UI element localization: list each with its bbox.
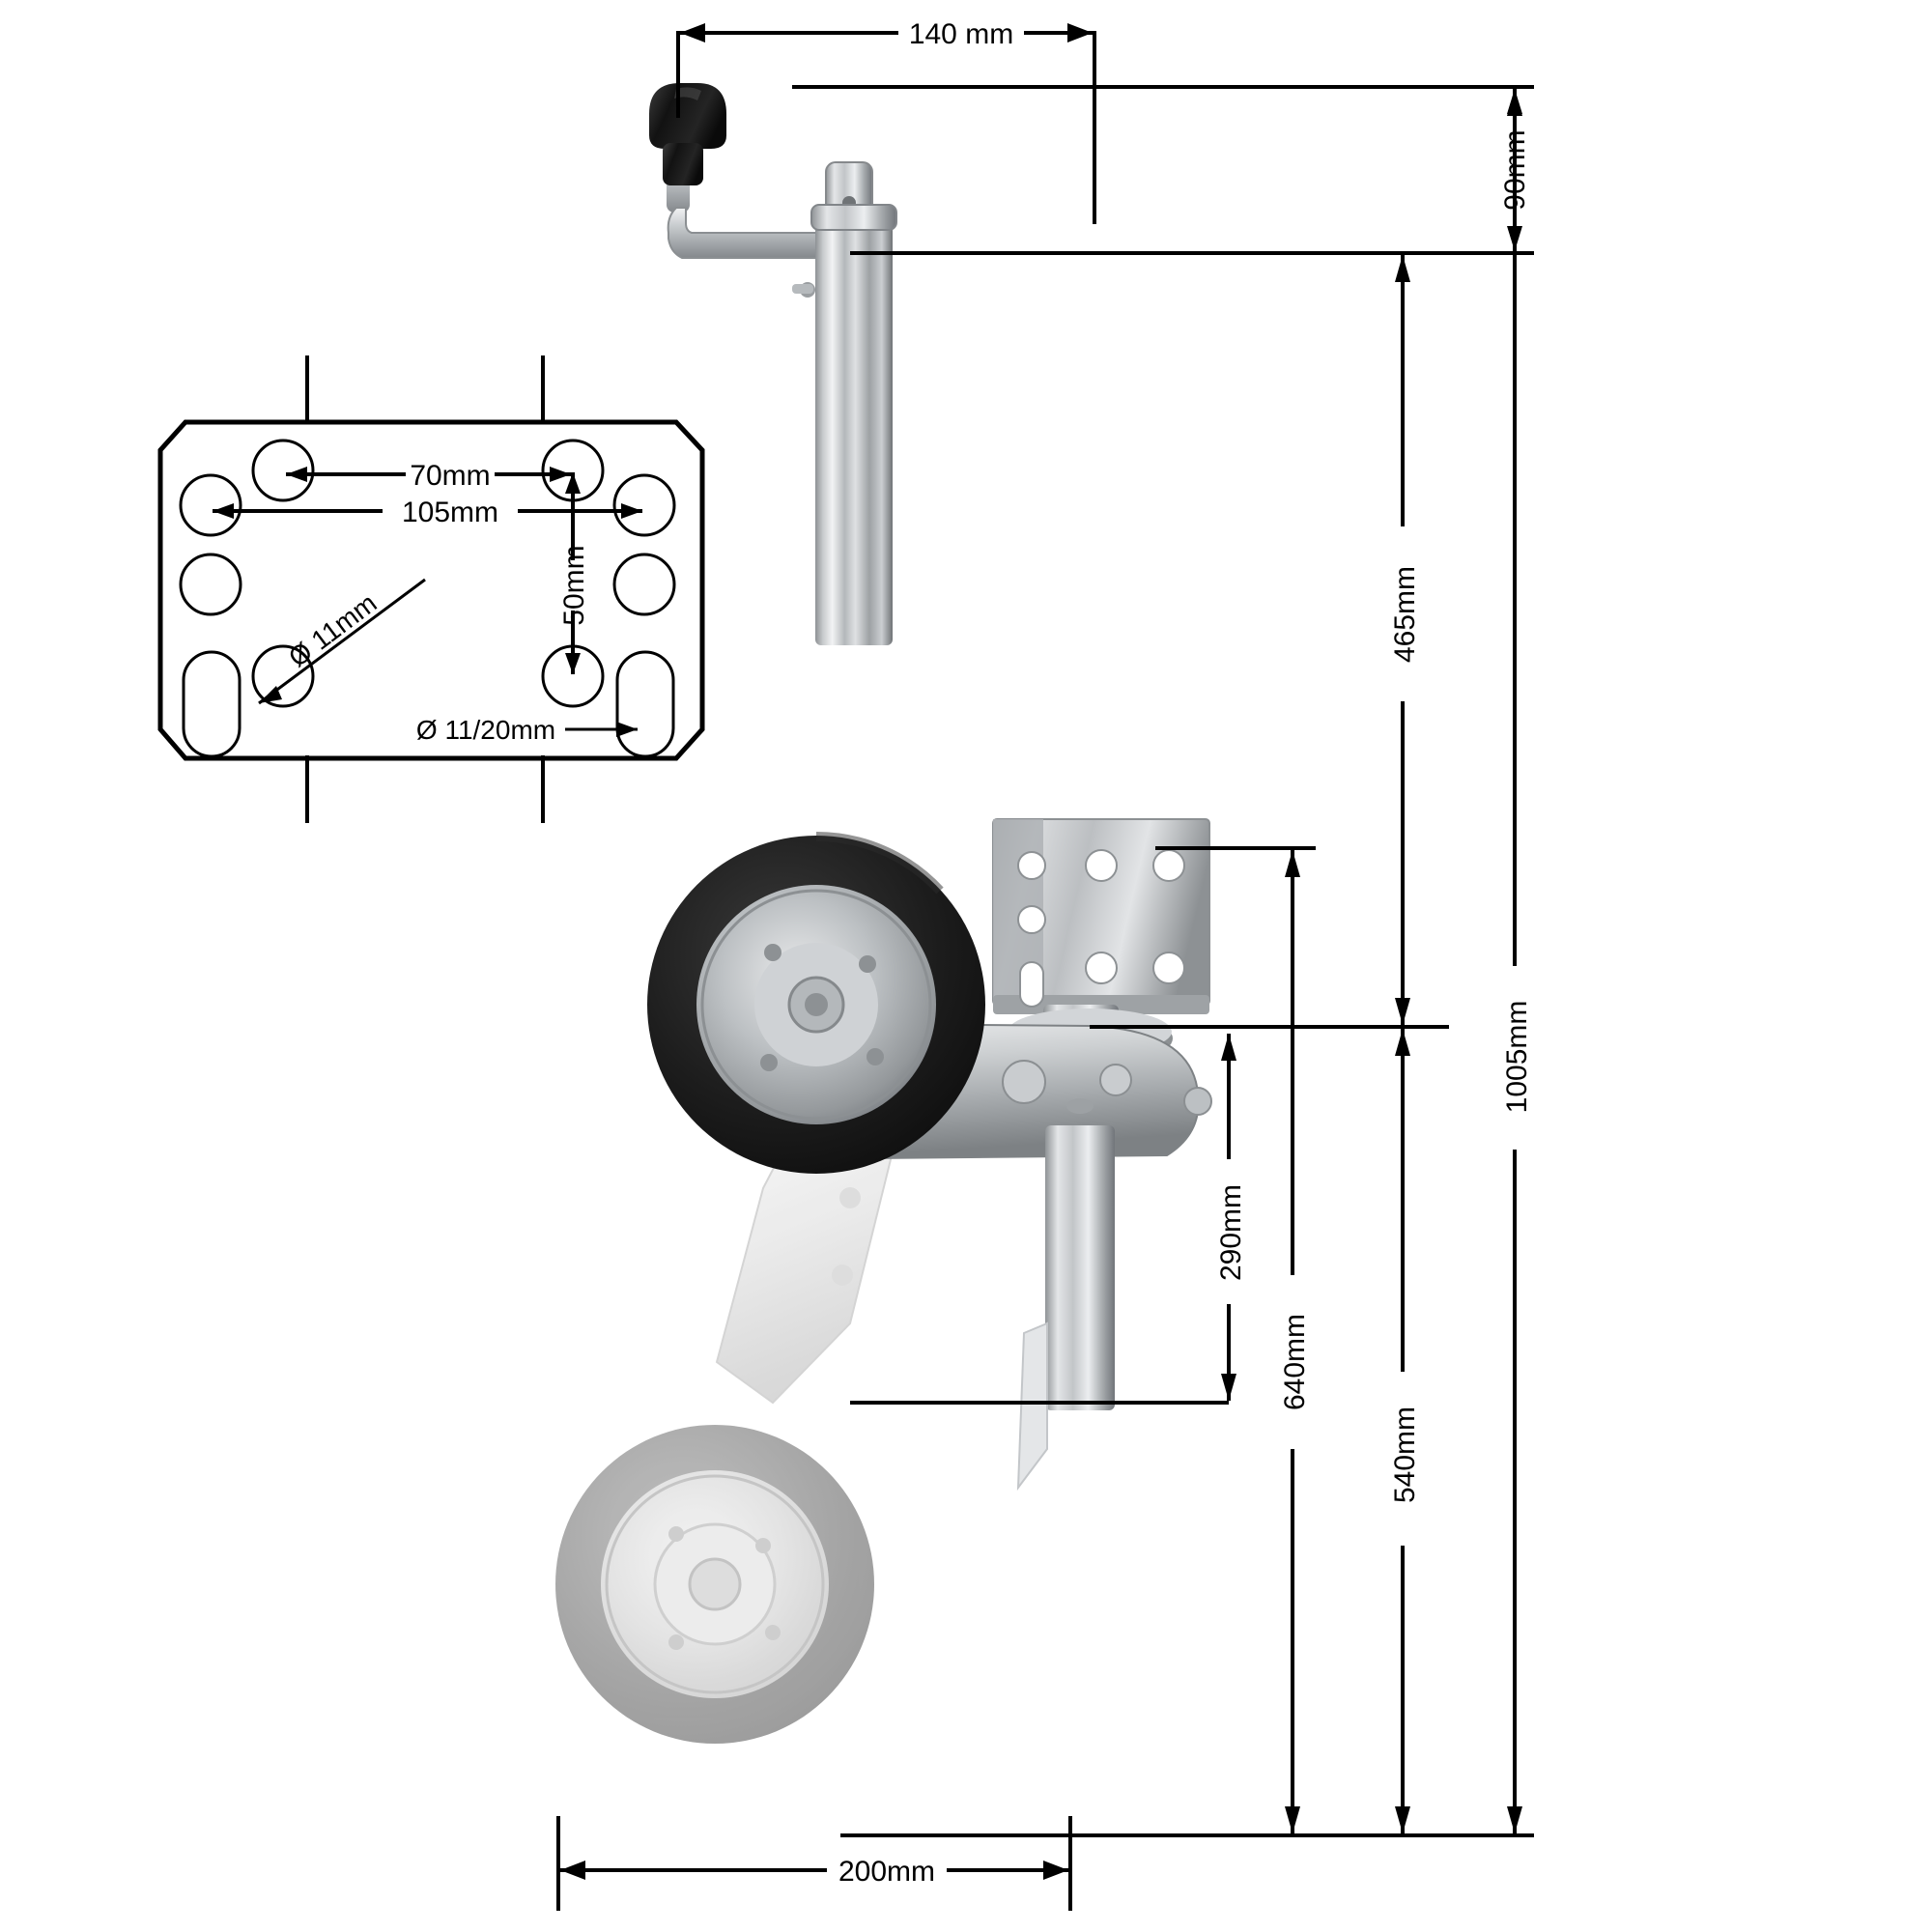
dimension-105mm-label: 105mm: [402, 497, 498, 528]
dimension-465mm-label: 465mm: [1389, 566, 1421, 663]
inner-tube: [1016, 1125, 1115, 1492]
plate-hole: [612, 553, 676, 616]
plate-hole: [612, 473, 676, 537]
callout-slot-11-20mm: Ø 11/20mm: [416, 715, 638, 745]
dimension-640mm: 640mm: [1279, 850, 1311, 1833]
plate-slot: [182, 650, 242, 758]
dimension-1005mm: 1005mm: [1501, 89, 1533, 1833]
dimension-540mm-label: 540mm: [1389, 1406, 1421, 1503]
ghost-lowered-wheel-assembly: 55: [555, 1051, 900, 1744]
dimension-105mm: 105mm: [213, 497, 642, 528]
dimension-140mm: 140 mm: [676, 18, 1096, 224]
plate-slot: [615, 650, 675, 758]
plate-outline: [157, 419, 705, 761]
plate-hole: [179, 553, 242, 616]
outer-tube: [792, 204, 897, 645]
dimension-290mm: 290mm: [1215, 1034, 1247, 1401]
dimension-70mm: 70mm: [286, 460, 571, 492]
plate-hole: [179, 473, 242, 537]
dimension-540mm: 540mm: [1389, 1029, 1421, 1833]
dimension-290mm-label: 290mm: [1215, 1184, 1247, 1281]
dimension-200mm-label: 200mm: [838, 1856, 935, 1888]
dimension-70mm-label: 70mm: [410, 460, 490, 492]
dimension-640mm-label: 640mm: [1279, 1314, 1311, 1410]
bracket-body: [992, 818, 1210, 1014]
dimension-1005mm-label: 1005mm: [1501, 1001, 1533, 1114]
dimension-140mm-label: 140 mm: [909, 18, 1013, 50]
dimension-50mm: 50mm: [558, 472, 590, 674]
plate-hole: [251, 644, 315, 708]
dimension-50mm-label: 50mm: [558, 545, 590, 625]
plate-hole: [251, 439, 315, 502]
crank-knob: [649, 83, 726, 185]
callout-slot-11-20mm-label: Ø 11/20mm: [416, 715, 555, 745]
dimension-200mm: 200mm: [556, 1816, 1072, 1911]
dimension-465mm: 465mm: [1389, 255, 1421, 1025]
wheel-assembly: [647, 831, 985, 1174]
